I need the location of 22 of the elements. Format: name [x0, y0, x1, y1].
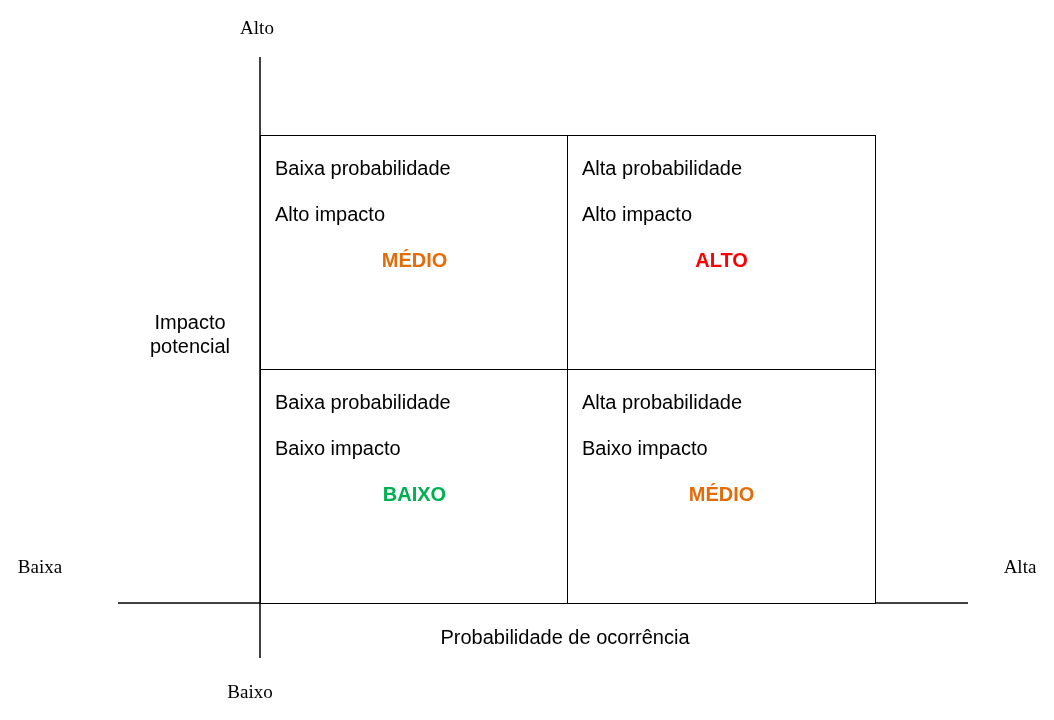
risk-level-text: ALTO [694, 248, 749, 272]
axis-label: Baixo [226, 680, 274, 704]
impact-text: Baixo impacto [582, 436, 708, 460]
quadrant-box [260, 135, 569, 370]
probability-text: Baixa probabilidade [275, 156, 451, 180]
axis-title: Probabilidade de ocorrência [439, 625, 691, 649]
risk-level-text: BAIXO [381, 482, 448, 506]
probability-text: Alta probabilidade [582, 156, 743, 180]
axis-label: Baixa [16, 555, 64, 579]
probability-text: Baixa probabilidade [275, 390, 451, 414]
impact-text: Baixo impacto [275, 436, 401, 460]
quadrant-box [567, 135, 876, 370]
quadrant-box [260, 369, 569, 604]
axis-title: Impacto potencial [148, 310, 232, 358]
quadrant-box [567, 369, 876, 604]
axis-label: Alto [239, 16, 275, 40]
impact-text: Alto impacto [275, 202, 386, 226]
probability-text: Alta probabilidade [582, 390, 743, 414]
risk-level-text: MÉDIO [687, 482, 756, 506]
axis-label: Alta [1002, 555, 1038, 579]
risk-level-text: MÉDIO [380, 248, 449, 272]
impact-text: Alto impacto [582, 202, 693, 226]
